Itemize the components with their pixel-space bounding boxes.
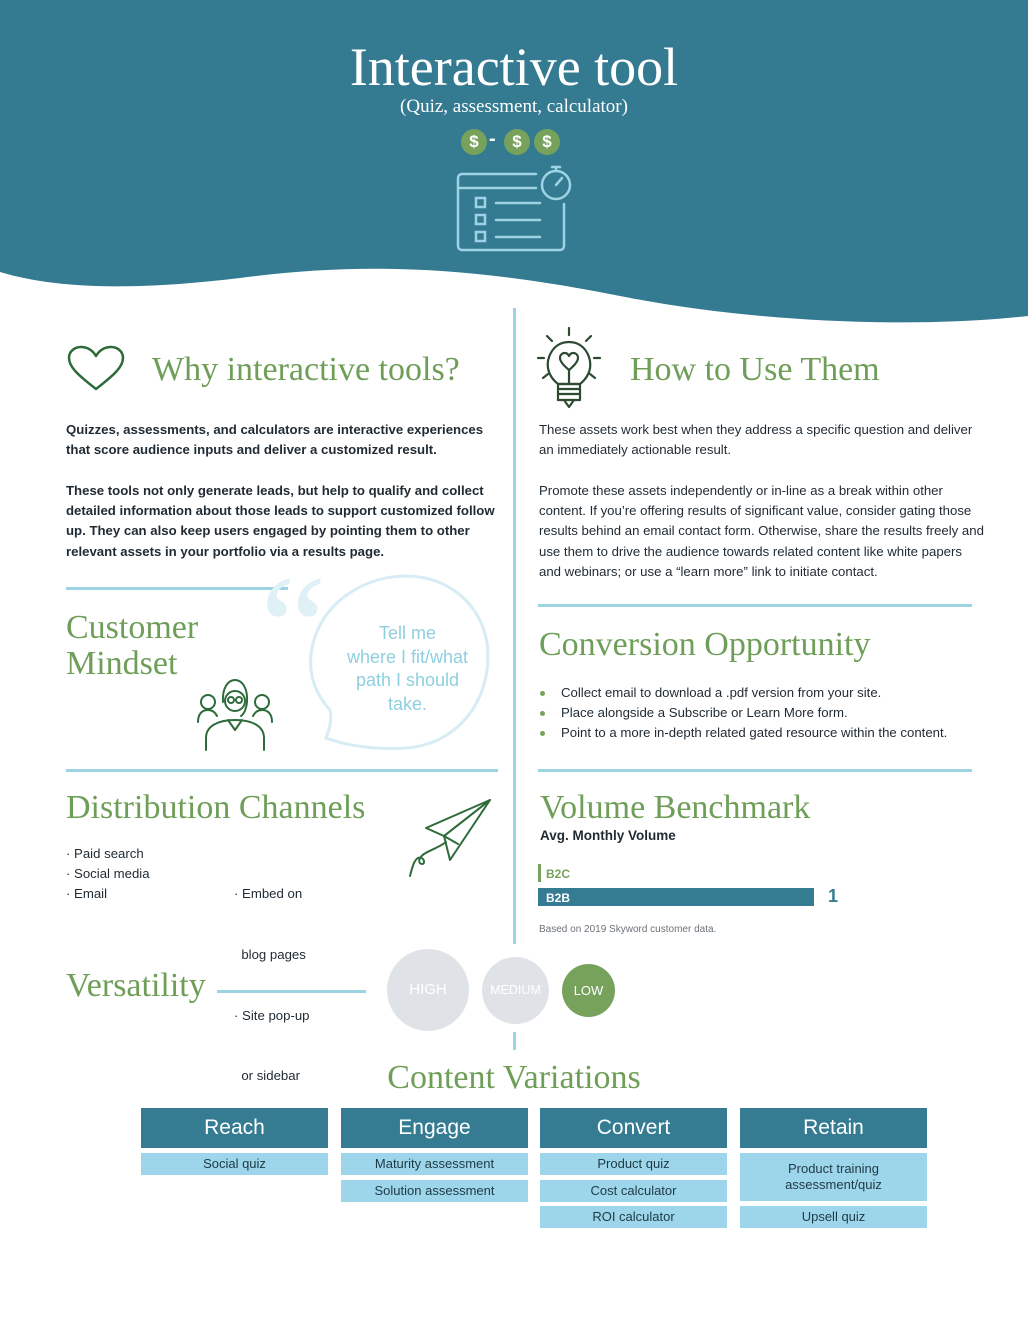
page-title: Interactive tool <box>349 37 679 97</box>
variation-item: Cost calculator <box>540 1180 727 1202</box>
variation-column-retain: Retain <box>740 1108 927 1148</box>
header-background <box>0 0 1028 323</box>
dollar-coin-icon: $ <box>461 129 487 155</box>
how-heading: How to Use Them <box>630 351 880 388</box>
variation-item: ROI calculator <box>540 1206 727 1228</box>
variations-heading: Content Variations <box>387 1059 641 1096</box>
distribution-item: · Email <box>66 886 108 902</box>
mindset-heading-line2: Mindset <box>66 645 178 683</box>
distribution-item: or sidebar <box>234 1068 300 1084</box>
audience-people-icon <box>197 679 273 751</box>
versatility-level-high: HIGH <box>387 949 469 1031</box>
distribution-list-col2: · Embed on blog pages · Site pop-up or s… <box>234 844 394 1107</box>
volume-subheading: Avg. Monthly Volume <box>540 828 676 843</box>
bar-value-b2b: 1 <box>828 886 839 906</box>
mindset-quote-line4: take. <box>387 693 428 714</box>
distribution-item: · Embed on <box>234 886 303 902</box>
cost-separator: - <box>489 128 496 150</box>
volume-footnote: Based on 2019 Skyword customer data. <box>539 924 717 935</box>
column-divider-lower <box>513 1032 516 1050</box>
mindset-quote-line3: path I should <box>355 670 460 690</box>
conversion-rule <box>538 604 972 607</box>
distribution-item: · Social media <box>66 866 150 882</box>
versatility-rule <box>217 990 366 993</box>
paper-plane-icon <box>409 799 491 877</box>
conversion-item: Collect email to download a .pdf version… <box>539 683 989 703</box>
volume-chart <box>538 864 814 906</box>
dollar-coin-icon: $ <box>534 129 560 155</box>
distribution-item: blog pages <box>234 947 306 963</box>
conversion-list: Collect email to download a .pdf version… <box>539 683 989 744</box>
bar-label-b2b: B2B <box>546 891 571 905</box>
bar-b2b <box>538 888 814 906</box>
bar-label-b2c: B2C <box>546 867 571 881</box>
form-checklist-timer-icon <box>456 165 572 252</box>
why-paragraph-2: These tools not only generate leads, but… <box>66 483 495 559</box>
variation-column-reach: Reach <box>141 1108 328 1148</box>
how-paragraph-2: Promote these assets independently or in… <box>539 483 984 579</box>
distribution-list-col1: · Paid search · Social media · Email <box>66 844 226 905</box>
conversion-heading: Conversion Opportunity <box>539 626 871 663</box>
variation-item: Product training assessment/quiz <box>740 1153 927 1201</box>
page-subtitle: (Quiz, assessment, calculator) <box>400 96 628 117</box>
distribution-rule <box>66 769 498 772</box>
mindset-rule <box>66 587 288 590</box>
dollar-coin-icon: $ <box>504 129 530 155</box>
distribution-item: · Site pop-up <box>234 1007 310 1023</box>
variation-item: Upsell quiz <box>740 1206 927 1228</box>
mindset-heading: Customer Mindset <box>66 609 199 683</box>
mindset-heading-line1: Customer <box>66 609 199 646</box>
conversion-item: Place alongside a Subscribe or Learn Mor… <box>539 703 989 723</box>
distribution-heading: Distribution Channels <box>66 789 366 826</box>
distribution-item: · Paid search <box>66 846 144 861</box>
heart-icon <box>67 345 125 391</box>
bar-b2c <box>538 864 541 882</box>
mindset-quote-line1: Tell me <box>378 623 436 643</box>
variation-item: Product quiz <box>540 1153 727 1175</box>
versatility-level-low: LOW <box>562 964 615 1017</box>
lightbulb-heart-icon <box>536 326 602 409</box>
volume-heading: Volume Benchmark <box>540 789 811 826</box>
volume-rule <box>538 769 972 772</box>
speech-bubble-quote-icon: “ <box>260 570 490 750</box>
why-paragraph-1: Quizzes, assessments, and calculators ar… <box>66 422 484 458</box>
variation-item: Maturity assessment <box>341 1153 528 1175</box>
conversion-item: Point to a more in-depth related gated r… <box>539 723 989 743</box>
mindset-quote-line2: where I fit/what <box>346 646 469 667</box>
versatility-level-medium: MEDIUM <box>482 957 549 1024</box>
mindset-quote: Tell me where I fit/what path I should t… <box>330 622 485 716</box>
variation-item: Social quiz <box>141 1153 328 1175</box>
variation-item: Solution assessment <box>341 1180 528 1202</box>
versatility-heading: Versatility <box>66 967 206 1004</box>
variation-column-engage: Engage <box>341 1108 528 1148</box>
why-heading: Why interactive tools? <box>152 351 460 388</box>
column-divider <box>513 308 516 944</box>
how-paragraph-1: These assets work best when they address… <box>539 422 973 458</box>
variation-column-convert: Convert <box>540 1108 727 1148</box>
svg-text:“: “ <box>260 570 327 711</box>
